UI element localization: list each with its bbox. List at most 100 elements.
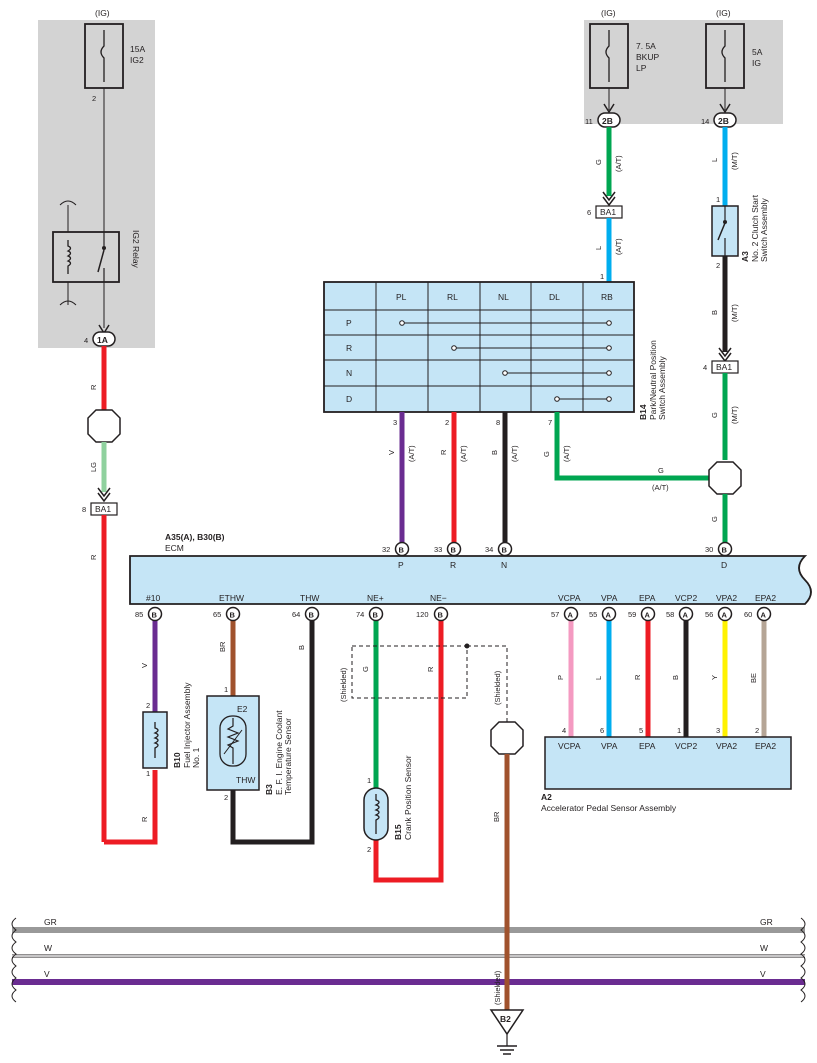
label-app-pins-5-label: EPA2: [755, 741, 776, 751]
label-wires-g: G: [542, 451, 551, 457]
label-fuses-ig-name: IG: [752, 58, 761, 68]
label-ecm-top_pins-3-label: D: [721, 560, 727, 570]
label-wires-p: P: [556, 675, 565, 680]
label-ecm-bottom_pins-9-conn: A: [722, 611, 728, 620]
label-app-pins-0-label: VCPA: [558, 741, 581, 751]
label-wires-r: R: [140, 816, 149, 822]
ecm-pin-85: B 85: [135, 606, 163, 622]
label-pnp-line2: Switch Assembly: [657, 355, 667, 420]
label-ect-line2: Temperature Sensor: [283, 718, 293, 795]
label-wires-r: R: [633, 674, 642, 680]
label-fuses-bkup-name1: BKUP: [636, 52, 659, 62]
label-wires-br: BR: [218, 641, 227, 652]
label-wires-br: BR: [492, 811, 501, 822]
label-wires-b: B: [297, 645, 306, 650]
label-wires-b: B: [710, 310, 719, 315]
label-wires-l: L: [594, 246, 603, 250]
label-app-pins-5-num: 2: [755, 726, 759, 735]
label-wires-at: (A/T): [510, 445, 519, 462]
label-ecm-bottom_pins-9-num: 56: [705, 610, 713, 619]
ecm-pin-56: A 56: [705, 606, 733, 622]
ecm-pin-32: B 32 P: [382, 541, 410, 570]
label-wires-g: G: [710, 412, 719, 418]
label-ecm-bottom_pins-6-label: VPA: [601, 593, 618, 603]
ecm-pin-30: B 30 D: [705, 541, 733, 570]
pnp-col-rl: RL: [447, 292, 458, 302]
label-app-pins-2-label: EPA: [639, 741, 656, 751]
label-ecm-top_pins-2-label: N: [501, 560, 507, 570]
bus-w-left: W: [44, 943, 52, 953]
ecm-box: [129, 555, 812, 605]
label-ecm-top_pins-1-num: 33: [434, 545, 442, 554]
label-ecm-top_pins-3-num: 30: [705, 545, 713, 554]
label-ecm-bottom_pins-3-conn: B: [373, 611, 379, 620]
label-ecm-bottom_pins-0-conn: B: [152, 611, 158, 620]
crank-position-sensor: [363, 787, 389, 841]
pnp-col-rb: RB: [601, 292, 613, 302]
shield-splice: [490, 721, 524, 755]
label-wires-v: V: [387, 450, 396, 455]
label-ba1-name: BA1: [95, 504, 111, 514]
label-pnp-pins-0: 3: [393, 418, 397, 427]
label-wires-r: R: [89, 384, 98, 390]
fuse-panel-right: [584, 20, 783, 124]
label-injector-pin1: 1: [146, 769, 150, 778]
ecm-pin-65: B 65: [213, 606, 241, 622]
label-ecm-bottom_pins-1-conn: B: [230, 611, 236, 620]
label-ecm-bottom_pins-5-conn: A: [568, 611, 574, 620]
label-ecm-top_pins-2-num: 34: [485, 545, 493, 554]
ecm-pin-55: A 55: [589, 606, 617, 622]
label-ecm-top_pins-2-conn: B: [502, 546, 508, 555]
label-clutch-pin1: 1: [716, 195, 720, 204]
label-ecm-bottom_pins-4-num: 120: [416, 610, 429, 619]
label-injector-pin2: 2: [146, 701, 150, 710]
label-wires-shielded: (Shielded): [493, 670, 502, 705]
label-ecm-bottom_pins-1-label: ETHW: [219, 593, 244, 603]
label-ecm-bottom_pins-7-num: 59: [628, 610, 636, 619]
ig2-panel: [38, 20, 155, 348]
label-clutch-line2: Switch Assembly: [759, 197, 769, 262]
label-ecm-bottom_pins-7-label: EPA: [639, 593, 656, 603]
ecm-pin-33: B 33 R: [434, 541, 462, 570]
label-ecm-bottom_pins-3-label: NE+: [367, 593, 384, 603]
label-ecm-bottom_pins-4-label: NE−: [430, 593, 447, 603]
ecm-pin-74: B 74: [356, 606, 384, 622]
label-ba1-name: BA1: [716, 362, 732, 372]
label-ecm-top_pins-1-label: R: [450, 560, 456, 570]
label-j_2b_right-connector: 2B: [718, 116, 729, 126]
label-wires-v: V: [140, 663, 149, 668]
label-ba1-pin_4: 4: [703, 363, 707, 372]
splice-right: [708, 461, 742, 495]
label-relay-connector: 1A: [97, 335, 108, 345]
ig2-fuse-pin: 2: [92, 94, 96, 103]
label-ecm-bottom_pins-8-conn: A: [683, 611, 689, 620]
label-wires-g: G: [361, 666, 370, 672]
ecm-pin-120: B 120: [416, 606, 449, 622]
label-ecm-bottom_pins-5-label: VCPA: [558, 593, 581, 603]
label-ecm-top_pins-0-label: P: [398, 560, 404, 570]
ecm-pin-57: A 57: [551, 606, 579, 622]
ig2-fuse-name: IG2: [130, 55, 144, 65]
label-pnp-pins-2: 8: [496, 418, 500, 427]
label-wires-mt: (M/T): [730, 152, 739, 170]
label-j_2b_left-connector: 2B: [602, 116, 613, 126]
label-ecm-top_pins-0-num: 32: [382, 545, 390, 554]
label-fuses-bkup-name2: LP: [636, 63, 647, 73]
pnp-col-pl: PL: [396, 292, 407, 302]
label-wires-g: G: [658, 466, 664, 475]
ground-bus: GR W V GR W V: [11, 917, 806, 1003]
bus-gr-left: GR: [44, 917, 57, 927]
label-ecm-bottom_pins-10-num: 60: [744, 610, 752, 619]
ig2-supply-label: (IG): [95, 8, 110, 18]
label-wires-b: B: [671, 675, 680, 680]
ig2-relay: [52, 231, 120, 283]
label-wires-at: (A/T): [614, 238, 623, 255]
bus-gr-right: GR: [760, 917, 773, 927]
label-ckp-pin1: 1: [367, 776, 371, 785]
label-ecm-bottom_pins-8-num: 58: [666, 610, 674, 619]
label-ecm-bottom_pins-10-label: EPA2: [755, 593, 776, 603]
label-wires-g: G: [594, 159, 603, 165]
label-app-pins-0-num: 4: [562, 726, 566, 735]
label-app-pins-1-label: VPA: [601, 741, 618, 751]
label-ecm-bottom_pins-2-num: 64: [292, 610, 300, 619]
